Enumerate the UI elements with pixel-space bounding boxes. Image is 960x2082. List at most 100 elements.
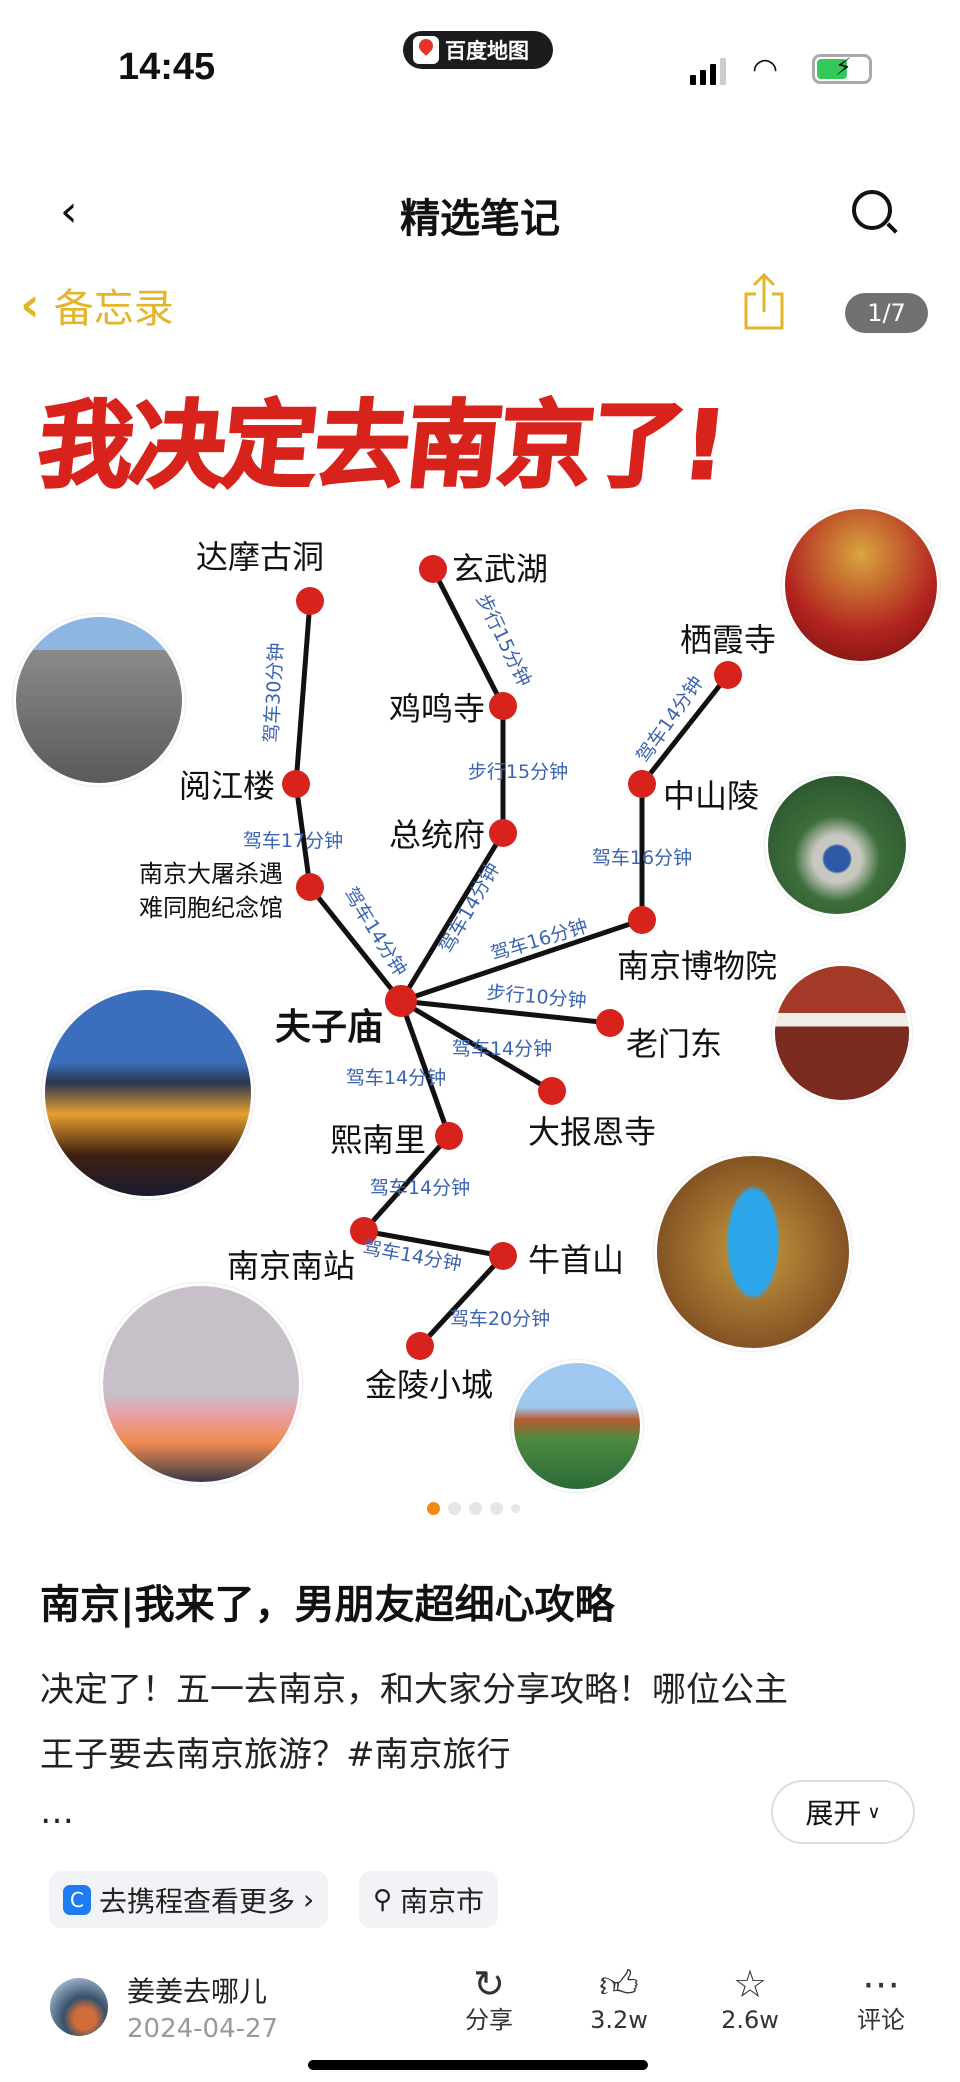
chevron-right-icon: › <box>303 1883 315 1916</box>
carousel-dot[interactable] <box>469 1502 482 1515</box>
station-label: 牛首山 <box>528 1241 624 1279</box>
location-tag[interactable]: ⚲南京市 <box>359 1871 499 1928</box>
comment-label: 评论 <box>857 2006 905 2034</box>
station-node <box>296 587 324 615</box>
expand-button[interactable]: 展开∨ <box>771 1780 915 1844</box>
route-label: 驾车30分钟 <box>260 642 287 743</box>
station-label: 金陵小城 <box>365 1366 493 1404</box>
route-line <box>308 885 403 1003</box>
station-node <box>538 1077 566 1105</box>
station-node <box>406 1332 434 1360</box>
favorite-count: 2.6w <box>721 2006 779 2034</box>
memo-back-label: 备忘录 <box>53 286 174 332</box>
station-node <box>385 985 417 1017</box>
station-node <box>489 692 517 720</box>
image-counter: 1/7 <box>845 293 928 333</box>
carousel-dot[interactable] <box>448 1502 461 1515</box>
station-label: 鸡鸣寺 <box>389 690 485 728</box>
back-button[interactable]: ‹ <box>60 186 78 237</box>
share-label: 分享 <box>465 2006 513 2034</box>
location-pin-icon: ⚲ <box>373 1884 393 1915</box>
station-label: 中山陵 <box>663 777 759 815</box>
search-icon[interactable] <box>852 190 892 230</box>
route-label: 步行10分钟 <box>486 982 588 1013</box>
station-label: 难同胞纪念馆 <box>139 894 283 922</box>
route-line <box>363 1228 504 1259</box>
ctrip-icon: C <box>63 1884 91 1915</box>
carousel-dots[interactable] <box>427 1502 520 1515</box>
route-line <box>400 917 643 1004</box>
post-ellipsis: … <box>40 1792 74 1832</box>
star-icon: ☆ <box>732 1962 768 2006</box>
station-node <box>628 906 656 934</box>
station-label: 阅江楼 <box>179 767 275 805</box>
route-line <box>399 998 554 1094</box>
photo-niushou <box>654 1153 852 1351</box>
post-body-line: 王子要去南京旅游？#南京旅行 <box>40 1735 511 1775</box>
signal-icon <box>690 58 726 85</box>
carousel-dot[interactable] <box>511 1504 520 1513</box>
app-return-pill[interactable]: 百度地图 <box>403 31 553 69</box>
route-map: 达摩古洞 玄武湖 鸡鸣寺 栖霞寺 阅江楼 中山陵 总统府 南京大屠杀遇 难同胞纪… <box>139 538 777 1404</box>
route-label: 驾车17分钟 <box>243 830 343 852</box>
comment-button[interactable]: ⋯评论 <box>841 1962 921 2034</box>
station-label: 南京南站 <box>227 1247 355 1285</box>
route-line <box>398 1000 452 1137</box>
author-avatar[interactable] <box>50 1978 108 2036</box>
route-line <box>640 673 730 786</box>
battery-icon: ⚡ <box>812 53 872 84</box>
station-node <box>282 770 310 798</box>
station-label: 大报恩寺 <box>528 1113 656 1151</box>
carousel-dot[interactable] <box>490 1502 503 1515</box>
expand-label: 展开 <box>805 1797 862 1830</box>
station-node <box>296 873 324 901</box>
chevron-down-icon: ∨ <box>867 1801 881 1823</box>
route-label: 步行15分钟 <box>472 591 536 691</box>
baidu-map-icon <box>413 36 439 64</box>
chevron-left-icon: ‹ <box>20 277 40 333</box>
station-label: 达摩古洞 <box>196 538 324 576</box>
route-label: 驾车14分钟 <box>452 1038 552 1060</box>
station-node <box>419 555 447 583</box>
thumbs-up-icon: 👍︎ <box>599 1962 639 2006</box>
ctrip-label: 去携程查看更多 <box>99 1884 296 1918</box>
station-node <box>489 819 517 847</box>
share-icon[interactable] <box>742 272 786 330</box>
home-indicator[interactable] <box>308 2060 648 2070</box>
photo-memorial <box>13 614 185 786</box>
like-count: 3.2w <box>590 2006 648 2034</box>
route-label: 驾车16分钟 <box>488 915 590 965</box>
favorite-button[interactable]: ☆2.6w <box>710 1962 790 2034</box>
station-label: 总统府 <box>389 816 485 854</box>
route-label: 驾车14分钟 <box>370 1177 470 1199</box>
station-label: 玄武湖 <box>452 550 548 588</box>
route-label: 驾车14分钟 <box>632 672 707 767</box>
post-body-line: 决定了！五一去南京，和大家分享攻略！哪位公主 <box>40 1670 788 1710</box>
route-label: 驾车14分钟 <box>346 1067 446 1089</box>
memo-back-button[interactable]: ‹ 备忘录 <box>20 276 174 334</box>
station-node <box>350 1217 378 1245</box>
station-node <box>714 661 742 689</box>
carousel-dot[interactable] <box>427 1502 440 1515</box>
photo-fuzimiao <box>42 987 254 1199</box>
ctrip-link[interactable]: C 去携程查看更多› <box>49 1871 329 1928</box>
page-title: 精选笔记 <box>400 196 560 242</box>
app-pill-label: 百度地图 <box>445 39 529 63</box>
like-button[interactable]: 👍︎3.2w <box>579 1962 659 2034</box>
station-node <box>596 1009 624 1037</box>
station-node <box>489 1242 517 1270</box>
route-line <box>400 998 611 1026</box>
route-line <box>398 831 506 1003</box>
post-title: 南京|我来了，男朋友超细心攻略 <box>40 1582 615 1628</box>
station-label: 南京大屠杀遇 <box>139 860 283 888</box>
comment-icon: ⋯ <box>862 1962 900 2006</box>
author-name[interactable]: 姜姜去哪儿 <box>127 1975 268 2008</box>
wifi-icon: ◠ <box>752 52 779 87</box>
photo-jinling <box>511 1360 643 1492</box>
share-button[interactable]: ↻分享 <box>449 1962 529 2034</box>
route-label: 步行15分钟 <box>468 761 568 783</box>
station-label: 南京博物院 <box>617 947 777 985</box>
location-label: 南京市 <box>400 1884 485 1918</box>
route-line <box>362 1134 451 1233</box>
photo-nanzhan <box>100 1283 302 1485</box>
